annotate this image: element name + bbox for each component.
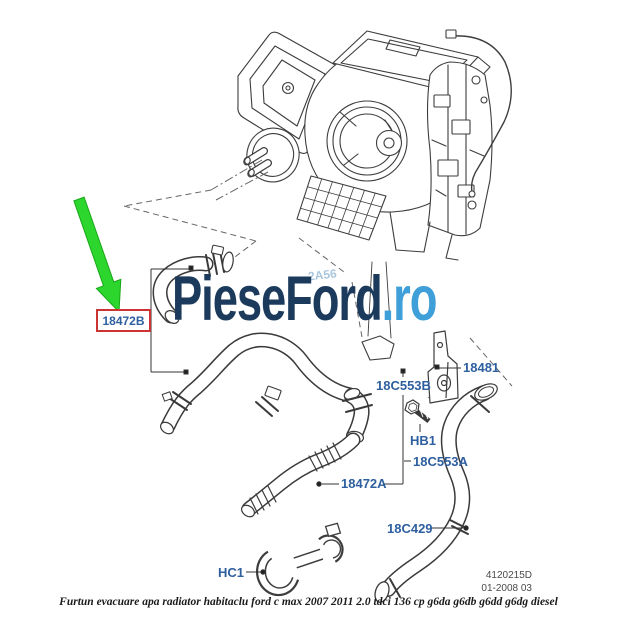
hose-18472b-drawing (152, 244, 234, 325)
part-label-hc1: HC1 (218, 565, 245, 580)
doc-number: 4120215D (485, 570, 532, 581)
part-label-18c429: 18C429 (387, 521, 433, 536)
highlighted-part-code: 18472B (102, 313, 145, 328)
part-label-18c553a: 18C553A (413, 454, 468, 469)
watermark-tld-text: .ro (381, 264, 438, 334)
bracket-18481-drawing (427, 330, 459, 404)
watermark-brand-text: PieseFord (172, 264, 383, 334)
part-label-18c553b: 18C553B (376, 378, 431, 393)
hose-18472a-drawing (159, 332, 373, 518)
hvac-assembly-drawing (237, 29, 512, 361)
caption-text: Furtun evacuare apa radiator habitaclu f… (59, 596, 558, 608)
hose-18c429-drawing (374, 383, 498, 603)
highlight-arrow (73, 196, 122, 314)
part-label-hb1: HB1 (410, 433, 437, 448)
clip-hc1-drawing (255, 522, 344, 597)
part-label-18481: 18481 (463, 360, 500, 375)
bolt-hb1-drawing (404, 399, 431, 423)
highlighted-part-code-box: 18472B (96, 309, 151, 332)
watermark-logo: PieseFord.ro (172, 268, 437, 331)
doc-date: 01-2008 03 (481, 583, 532, 594)
part-label-18472a: 18472A (341, 476, 387, 491)
